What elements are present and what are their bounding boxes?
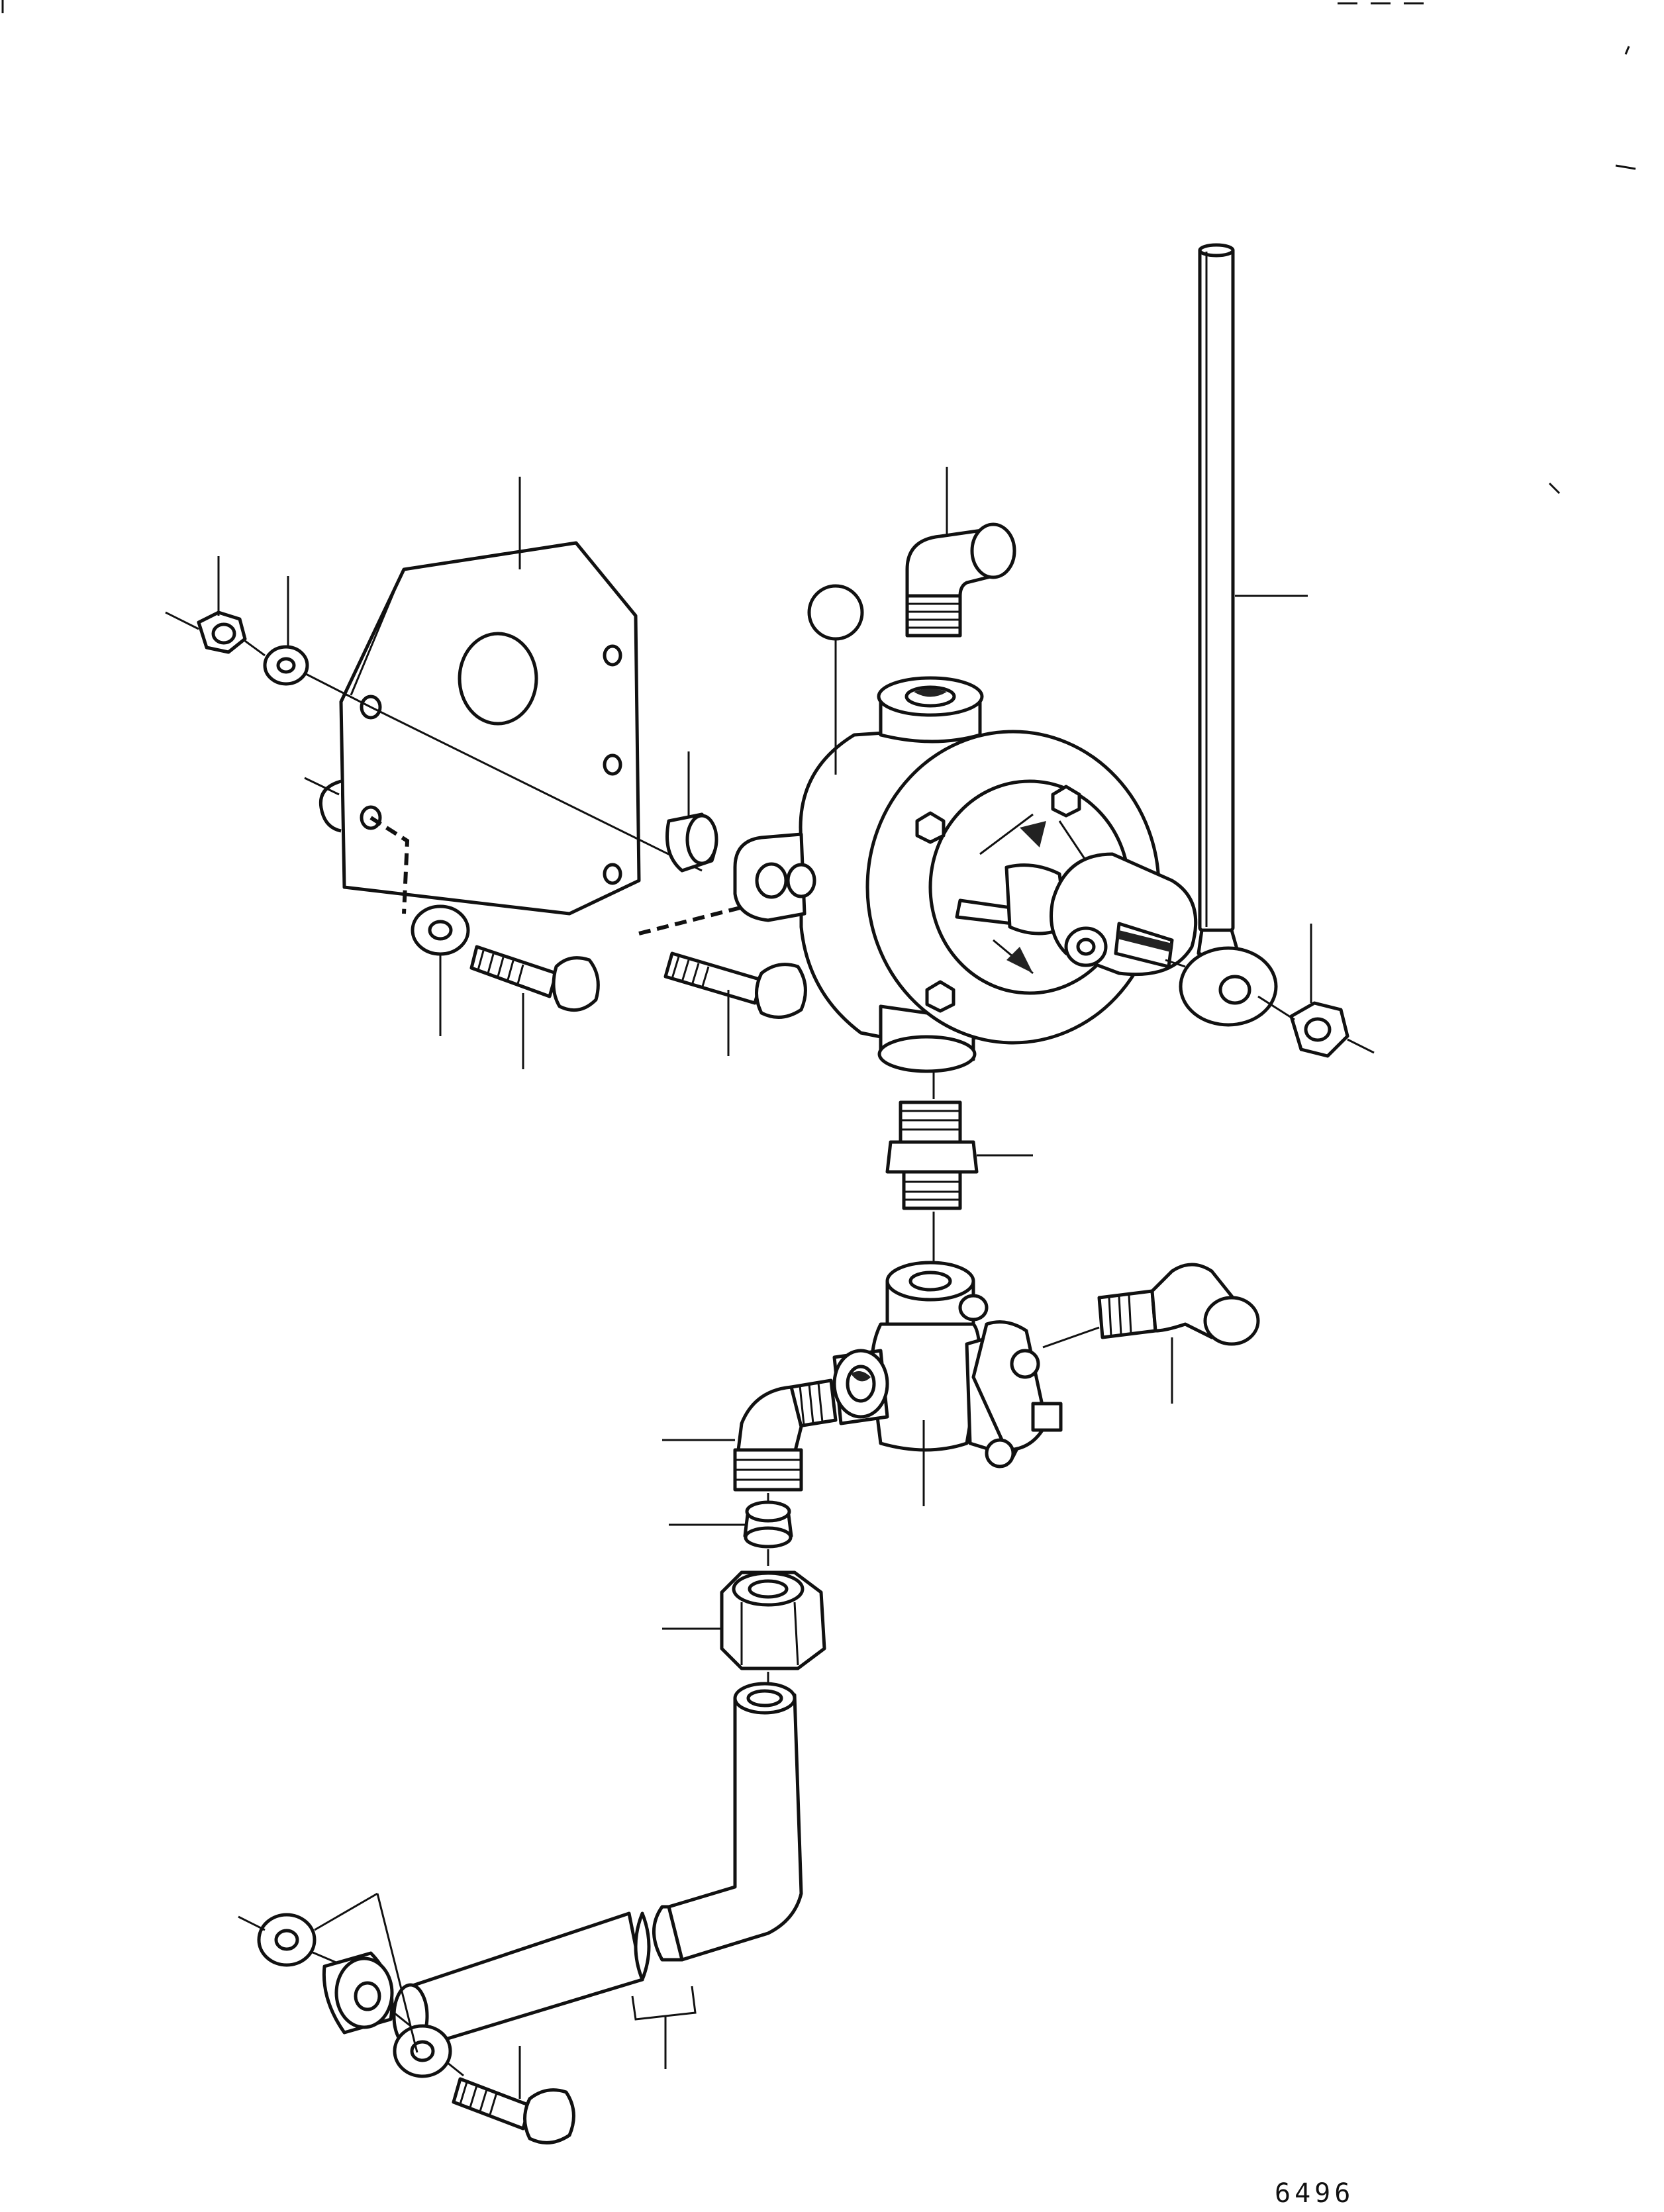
figure-number: 6496 — [1275, 2178, 1355, 2209]
leader-lines — [217, 467, 1312, 2099]
pump-handle-rod — [1179, 243, 1278, 1027]
hex-nut-top-left — [197, 610, 247, 654]
washer-bottom-lower — [393, 2024, 452, 2078]
bolt-left — [469, 945, 600, 1012]
three-way-valve — [832, 1261, 1063, 1468]
hand-pump-body — [733, 676, 1198, 1073]
spacer-sleeve — [665, 812, 718, 873]
hex-nut-right — [1289, 1001, 1349, 1058]
elbow-fitting-left — [733, 1378, 838, 1492]
washer-top-left — [263, 645, 309, 686]
pipe — [392, 1682, 803, 2069]
elbow-fitting-top — [905, 522, 1016, 638]
reference-circle-marker — [807, 584, 864, 641]
elbow-fitting-right — [1097, 1263, 1260, 1346]
union-nut — [720, 1570, 826, 1670]
nipple-fitting — [885, 1100, 979, 1210]
scan-marks — [1, 0, 1636, 495]
compression-ring — [743, 1500, 793, 1549]
bolt-middle — [663, 951, 807, 1019]
banjo-sleeve — [322, 1951, 394, 2035]
washer-mid-left — [411, 904, 470, 956]
bolt-bottom — [452, 2077, 575, 2144]
bracket-plate — [318, 541, 641, 916]
washer-bottom-upper — [257, 1913, 317, 1967]
